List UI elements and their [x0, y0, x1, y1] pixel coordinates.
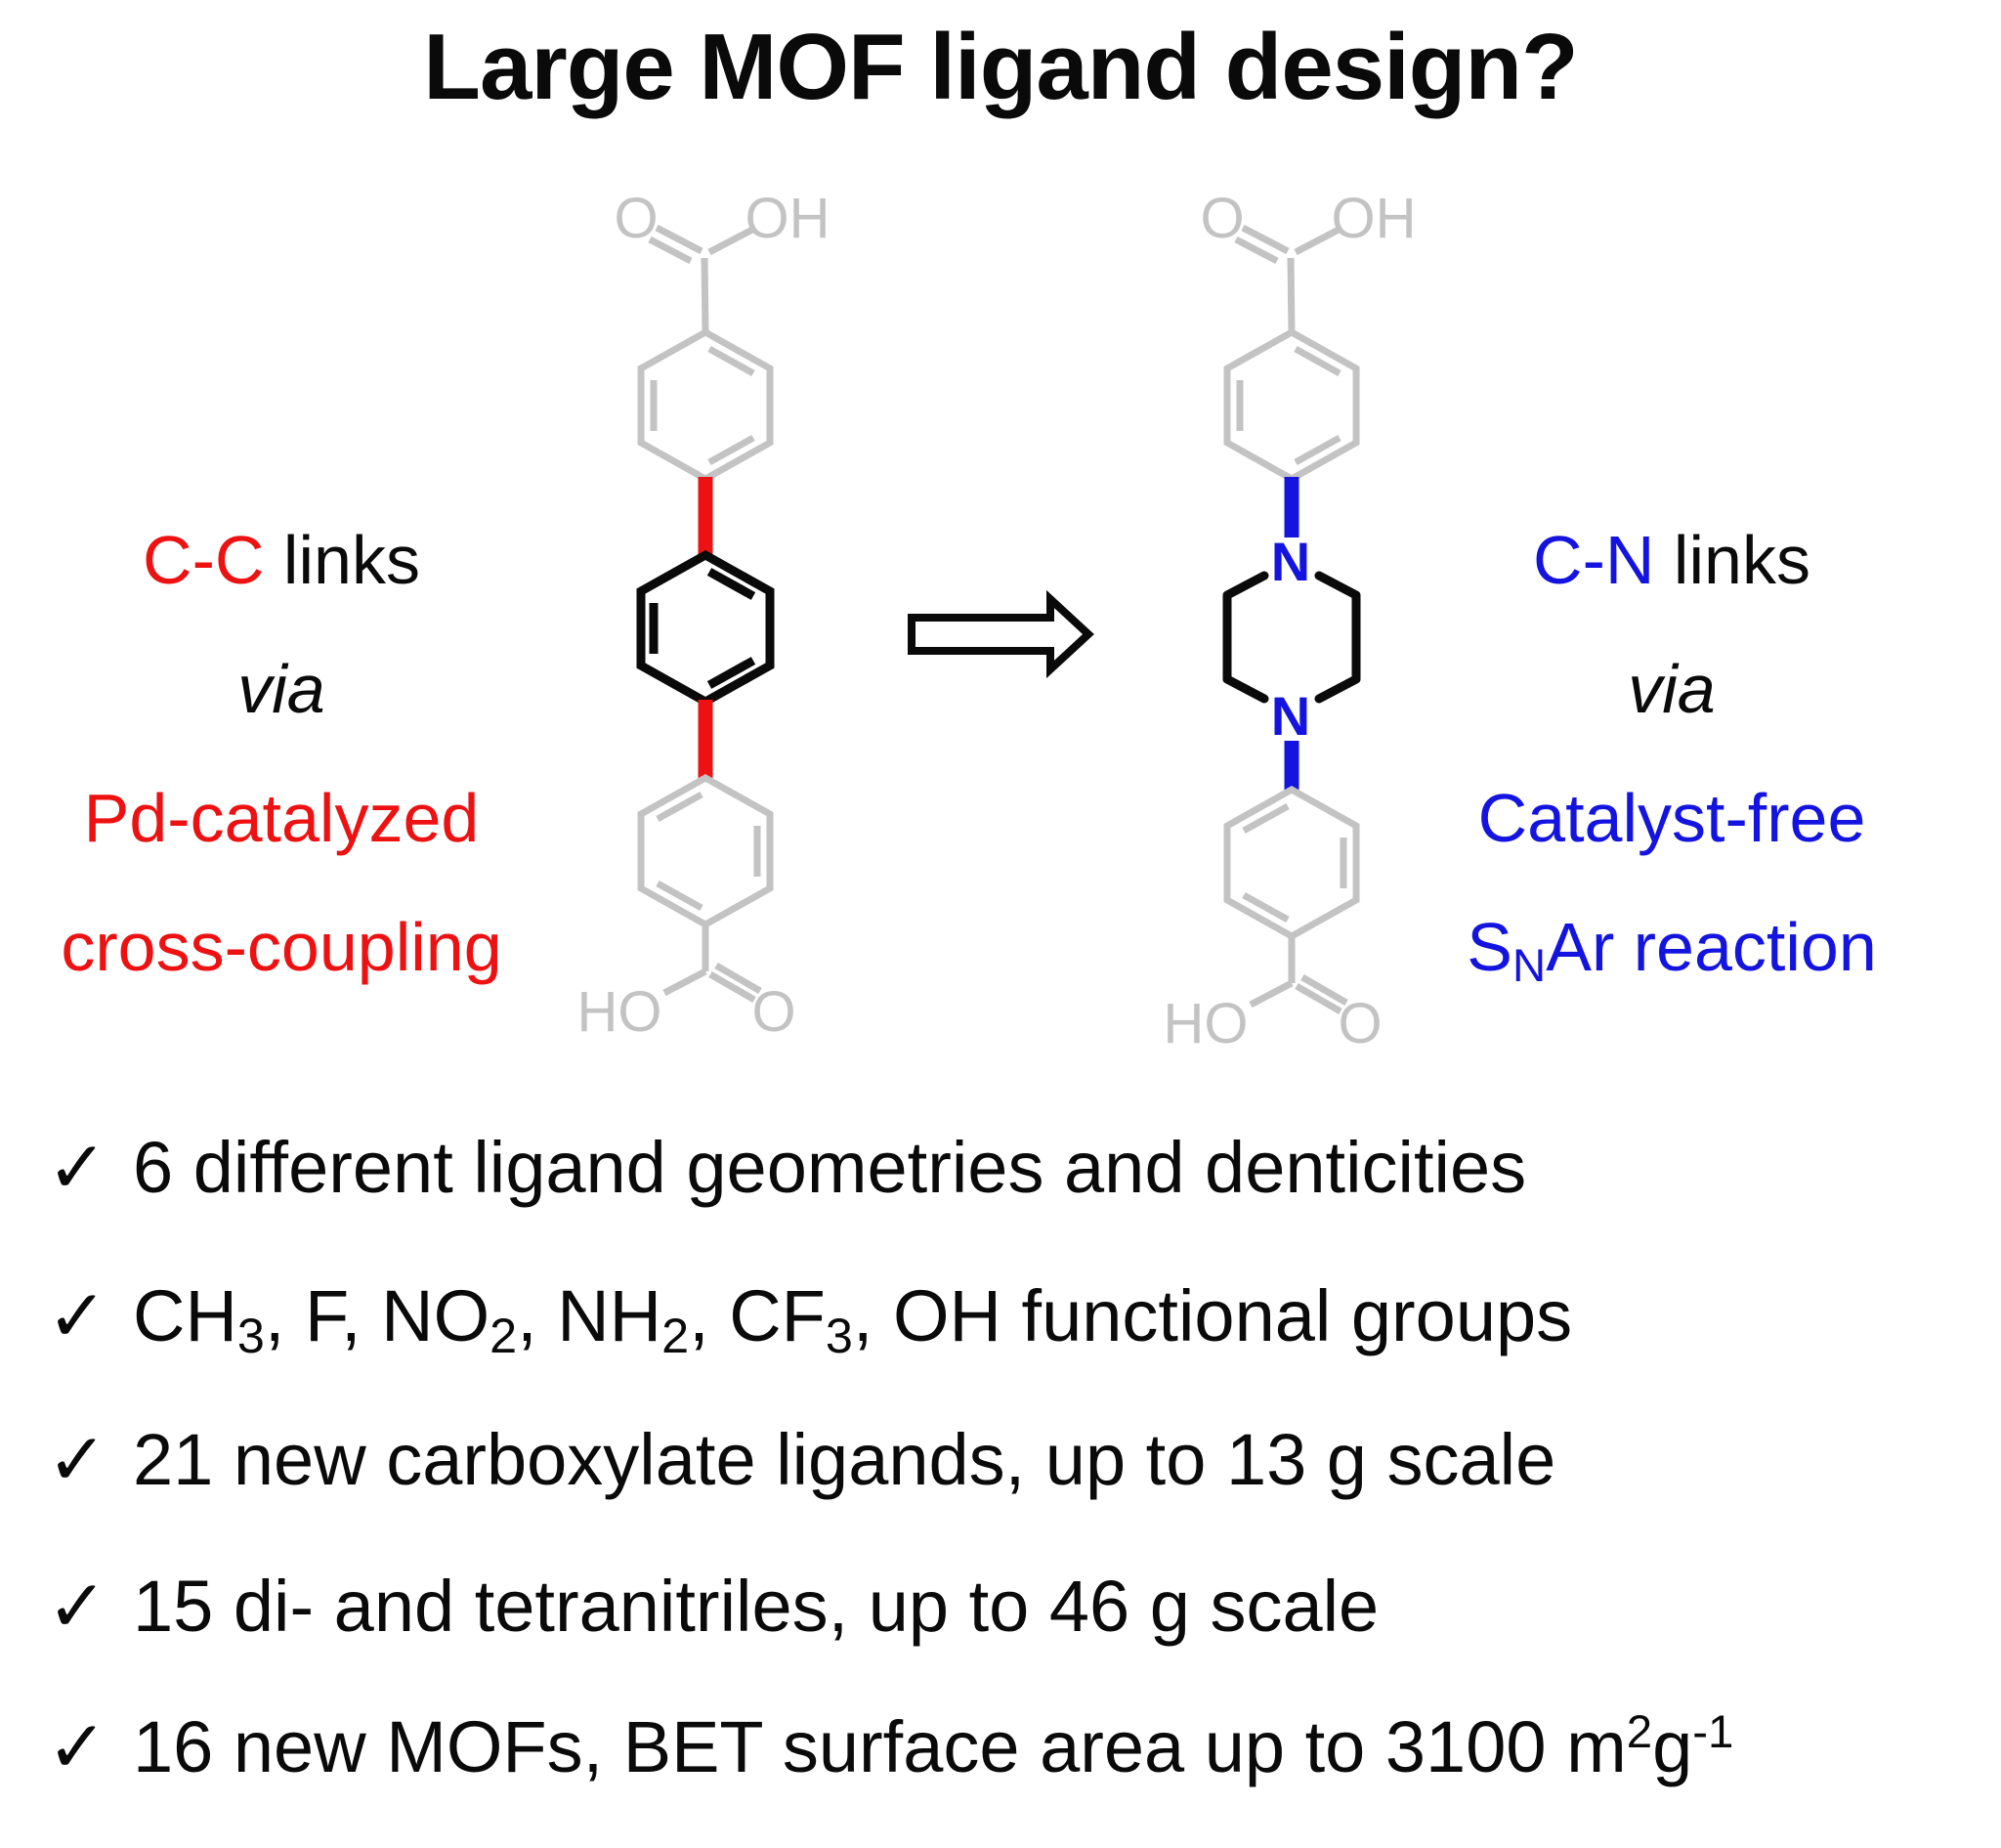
right-arrow-icon — [908, 589, 1094, 679]
text-segment: Ar reaction — [1546, 909, 1877, 985]
left-label-line-2: via — [27, 644, 535, 734]
text-segment: 16 new MOFs, BET surface area up to 3100… — [133, 1706, 1627, 1787]
checklist-item: ✓CH3, F, NO2, NH2, CF3, OH functional gr… — [47, 1271, 1572, 1361]
text-segment: via — [237, 651, 325, 727]
benzene-ring-bottom — [1223, 785, 1360, 941]
text-segment: 2 — [661, 1308, 690, 1364]
page-title: Large MOF ligand design? — [423, 15, 1578, 119]
text-segment: 2 — [1626, 1706, 1653, 1759]
top-carboxyl-bonds — [648, 224, 756, 333]
text-segment: links — [264, 522, 420, 598]
text-segment: , F, NO — [264, 1275, 490, 1356]
atom-label-o-top: O — [1200, 187, 1244, 250]
benzene-ring-bottom — [637, 773, 774, 929]
molecule-cc-linked-ligand: O OH HO O — [577, 187, 830, 1044]
left-label-line-1: C-C links — [27, 515, 535, 605]
text-segment: 3 — [236, 1308, 265, 1364]
text-segment: links — [1654, 522, 1810, 598]
atom-label-ho-bottom: HO — [1164, 992, 1249, 1055]
atom-label-o-bottom: O — [1338, 992, 1382, 1055]
atom-label-ho-bottom: HO — [577, 980, 662, 1044]
molecule-cn-linked-ligand: O OH N N HO O — [1164, 187, 1417, 1055]
benzene-ring-middle — [636, 549, 775, 708]
checkmark-icon: ✓ — [47, 1419, 108, 1500]
right-label-line-3: Catalyst-free — [1418, 773, 1926, 863]
left-label-line-4: cross-coupling — [27, 902, 535, 992]
text-segment: 15 di- and tetranitriles, up to 46 g sca… — [133, 1566, 1380, 1647]
checklist-item-text: 16 new MOFs, BET surface area up to 3100… — [133, 1706, 1733, 1787]
text-segment: C-N — [1533, 522, 1655, 598]
checklist-item: ✓ 21 new carboxylate ligands, up to 13 g … — [47, 1415, 1555, 1505]
text-segment: g — [1652, 1706, 1693, 1787]
text-segment: Pd-catalyzed — [83, 780, 480, 856]
text-segment: CH — [133, 1275, 237, 1356]
checklist-item: ✓ 16 new MOFs, BET surface area up to 310… — [47, 1702, 1733, 1792]
checklist-item-text: CH3, F, NO2, NH2, CF3, OH functional gro… — [133, 1275, 1573, 1360]
text-segment: , CF — [689, 1275, 826, 1356]
checklist-item: ✓ 6 different ligand geometries and denti… — [47, 1123, 1526, 1213]
atom-label-n-top: N — [1271, 531, 1310, 592]
right-label-line-1: C-N links — [1418, 515, 1926, 605]
right-label-line-2: via — [1418, 644, 1926, 734]
piperazine-ring — [1222, 571, 1361, 704]
text-segment: S — [1467, 909, 1512, 985]
right-label-line-4: SNAr reaction — [1418, 902, 1926, 992]
atom-label-n-bottom: N — [1271, 685, 1310, 747]
text-segment: 21 new carboxylate ligands, up to 13 g s… — [133, 1419, 1556, 1500]
text-segment: C-C — [143, 522, 265, 598]
text-segment: -1 — [1692, 1706, 1734, 1759]
text-segment: cross-coupling — [61, 909, 502, 985]
text-segment: 6 different ligand geometries and dentic… — [133, 1127, 1527, 1208]
top-carboxyl-bonds — [1234, 224, 1342, 333]
checkmark-icon: ✓ — [47, 1275, 108, 1356]
checkmark-icon: ✓ — [47, 1706, 108, 1787]
checklist-item-text: 15 di- and tetranitriles, up to 46 g sca… — [133, 1566, 1379, 1647]
text-segment: , OH functional groups — [852, 1275, 1573, 1356]
atom-label-oh-top: OH — [1332, 187, 1417, 250]
text-segment: , NH — [517, 1275, 662, 1356]
benzene-ring-top — [637, 327, 774, 484]
atom-label-oh-top: OH — [745, 187, 830, 250]
bottom-carboxyl-bonds — [662, 924, 762, 1004]
checklist-item-text: 21 new carboxylate ligands, up to 13 g s… — [133, 1419, 1555, 1500]
text-segment: N — [1511, 940, 1547, 993]
text-segment: 2 — [490, 1308, 518, 1364]
atom-label-o-top: O — [614, 187, 658, 250]
text-segment: Catalyst-free — [1477, 780, 1866, 856]
atom-label-o-bottom: O — [751, 980, 795, 1044]
left-label-line-3: Pd-catalyzed — [27, 773, 535, 863]
checkmark-icon: ✓ — [47, 1566, 108, 1647]
checklist-item-text: 6 different ligand geometries and dentic… — [133, 1127, 1526, 1208]
checklist-item: ✓ 15 di- and tetranitriles, up to 46 g sc… — [47, 1562, 1379, 1652]
benzene-ring-top — [1223, 327, 1360, 484]
checkmark-icon: ✓ — [47, 1127, 108, 1208]
bottom-carboxyl-bonds — [1249, 936, 1348, 1015]
text-segment: 3 — [825, 1308, 853, 1364]
text-segment: via — [1628, 651, 1716, 727]
